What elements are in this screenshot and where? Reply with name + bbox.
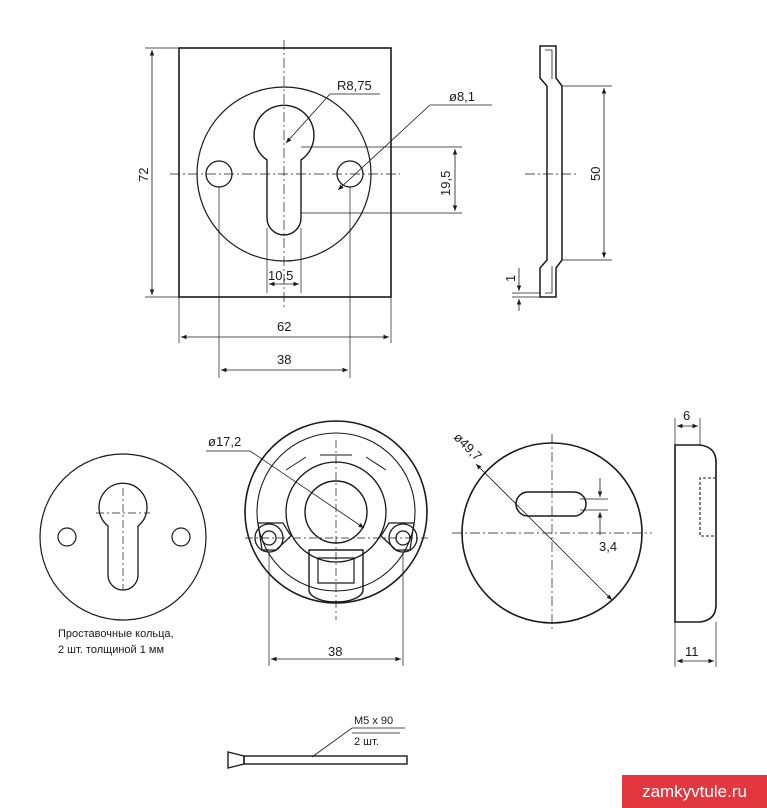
front-slot-width-label: 10,5 <box>268 268 293 283</box>
watermark-badge[interactable]: zamkyvtule.ru <box>622 775 767 808</box>
screw <box>227 727 408 769</box>
screw-head <box>227 751 245 769</box>
base-diameter-label: ø17,2 <box>208 434 241 449</box>
base-lower-slot <box>317 557 355 584</box>
spacer-ring-outline <box>39 453 207 621</box>
front-hole-diameter-label: ø8,1 <box>449 89 475 104</box>
rosette-slot-label: 3,4 <box>599 539 617 554</box>
spacer-ring <box>39 453 207 621</box>
cylinder-keyhole <box>253 104 315 236</box>
base-rib-right <box>380 522 415 551</box>
screw-qty-label: 2 шт. <box>354 736 379 748</box>
base-view <box>206 420 428 666</box>
spacer-right-hole <box>171 527 191 547</box>
front-view <box>145 40 492 378</box>
rosette-key-slot <box>515 491 587 517</box>
spacer-caption-line2: 2 шт. толщиной 1 мм <box>58 644 164 656</box>
front-radius-label: R8,75 <box>337 78 372 93</box>
screw-size-label: M5 x 90 <box>354 715 393 727</box>
spacer-caption-line1: Проставочные кольца, <box>58 628 174 640</box>
plate-outline <box>178 47 392 298</box>
front-width-label: 62 <box>277 319 291 334</box>
rosette-profile <box>674 444 717 623</box>
plate-profile <box>539 45 563 298</box>
rosette-side <box>674 418 717 667</box>
rosette-diameter-label: ø49,7 <box>451 430 485 464</box>
front-offset-label: 19,5 <box>438 171 453 196</box>
rosette-front <box>452 434 652 632</box>
side-height-label: 50 <box>588 167 603 181</box>
base-lower-boss <box>308 549 364 603</box>
front-hole-spacing-label: 38 <box>277 352 291 367</box>
rosette-side-bottom-label: 11 <box>685 644 699 659</box>
base-hole-spacing-label: 38 <box>328 644 342 659</box>
side-thickness-label: 1 <box>503 275 518 282</box>
screw-shank <box>243 755 408 765</box>
side-view <box>512 45 612 311</box>
rosette-side-top-label: 6 <box>683 408 690 423</box>
spacer-keyhole <box>98 482 148 591</box>
base-rib-left <box>257 522 292 551</box>
front-height-label: 72 <box>136 168 151 182</box>
spacer-left-hole <box>57 527 77 547</box>
